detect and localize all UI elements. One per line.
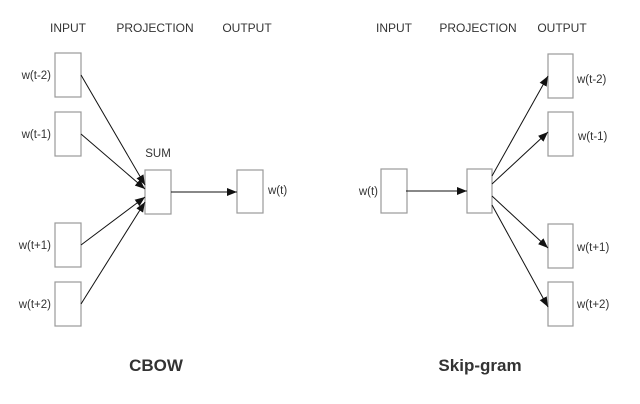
cbow-arrow <box>80 133 146 190</box>
cbow-input-box <box>54 52 82 98</box>
skipgram-input-label: w(t) <box>358 186 378 198</box>
skipgram-output-label: w(t-2) <box>576 74 607 86</box>
cbow-arrow <box>80 196 146 246</box>
skipgram-output-label: w(t+1) <box>576 242 609 254</box>
skipgram-output-box <box>547 223 574 269</box>
cbow-input-box <box>54 222 82 268</box>
cbow-input-header: INPUT <box>50 21 87 35</box>
cbow-input-label: w(t-2) <box>21 70 52 82</box>
skipgram-arrow <box>491 131 549 185</box>
skipgram-output-box <box>547 281 574 327</box>
cbow-input-label: w(t-1) <box>21 129 52 141</box>
cbow-sum-label: SUM <box>145 148 171 160</box>
cbow-projection-box <box>144 169 172 215</box>
skipgram-arrow <box>491 204 549 308</box>
skipgram-model: INPUT PROJECTION OUTPUT w(t) w(t-2) w(t-… <box>358 21 610 375</box>
skipgram-output-label: w(t-1) <box>577 131 608 143</box>
skipgram-arrow <box>491 195 549 249</box>
cbow-output-box <box>236 169 264 214</box>
cbow-model: INPUT PROJECTION OUTPUT w(t-2) w(t-1) w(… <box>18 21 288 375</box>
skipgram-projection-header: PROJECTION <box>439 21 516 35</box>
cbow-output-header: OUTPUT <box>222 21 272 35</box>
cbow-input-box <box>54 111 82 157</box>
skipgram-output-header: OUTPUT <box>537 21 587 35</box>
cbow-arrow <box>80 74 146 186</box>
cbow-input-label: w(t+1) <box>18 240 51 252</box>
cbow-output-label: w(t) <box>267 185 287 197</box>
cbow-input-box <box>54 281 82 327</box>
skipgram-projection-box <box>466 168 493 214</box>
skipgram-input-header: INPUT <box>376 21 413 35</box>
skipgram-arrow <box>491 75 549 177</box>
skipgram-output-box <box>547 111 574 157</box>
skipgram-output-label: w(t+2) <box>576 299 609 311</box>
skipgram-title: Skip-gram <box>438 356 521 375</box>
cbow-input-label: w(t+2) <box>18 299 51 311</box>
skipgram-input-box <box>380 168 408 214</box>
cbow-projection-header: PROJECTION <box>116 21 193 35</box>
cbow-arrow <box>80 201 146 305</box>
cbow-title: CBOW <box>129 356 184 375</box>
skipgram-output-box <box>547 53 574 99</box>
